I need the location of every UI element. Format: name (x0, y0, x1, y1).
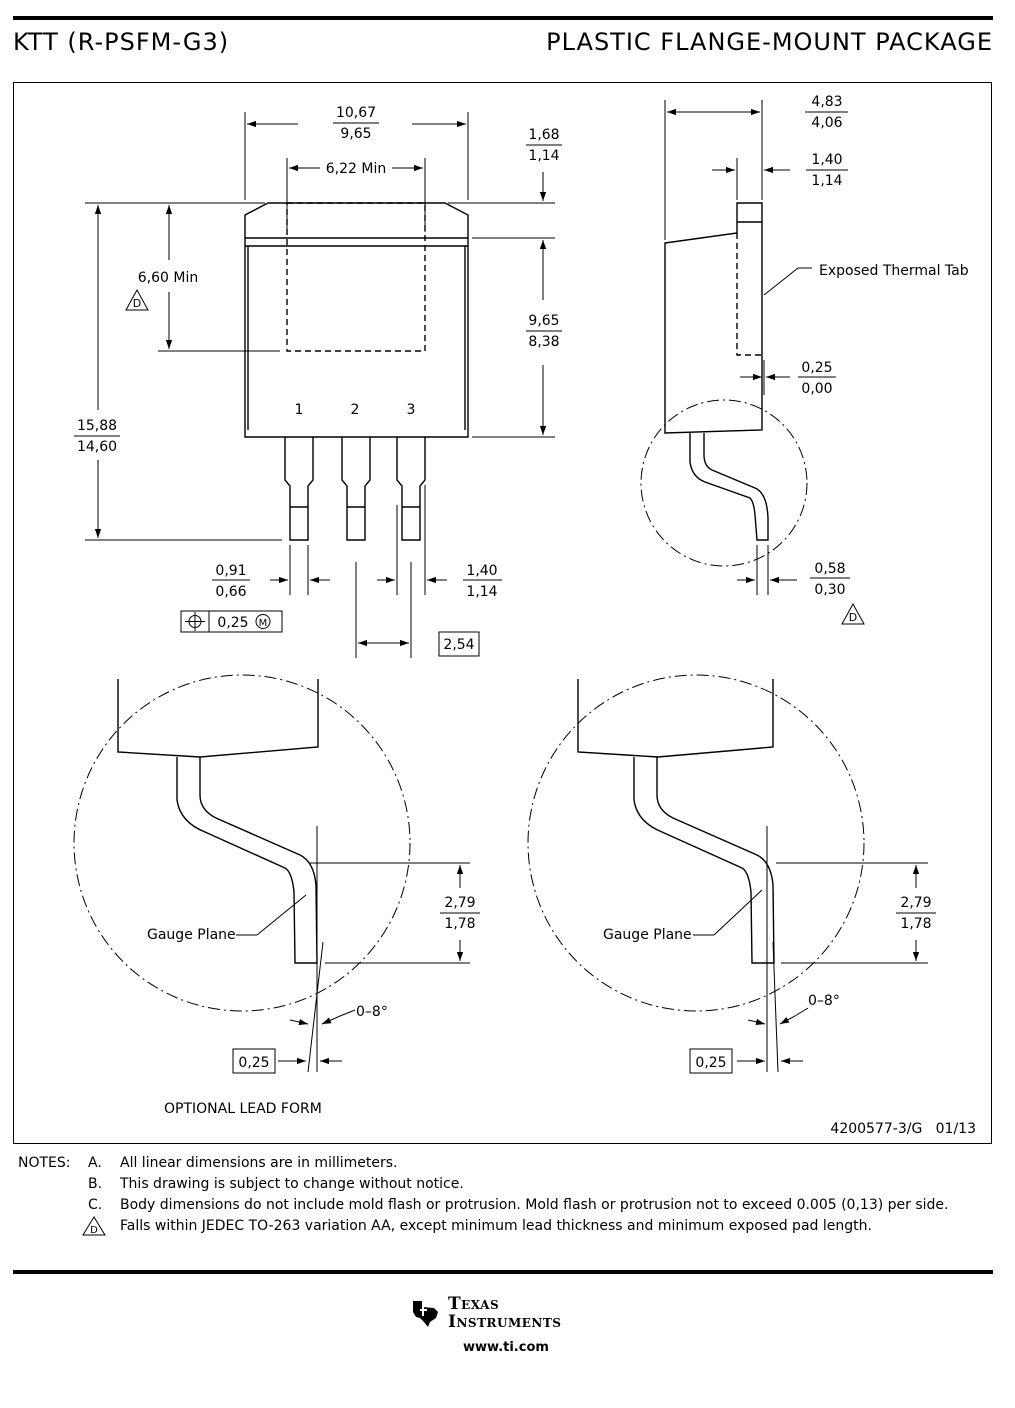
package-title: PLASTIC FLANGE-MOUNT PACKAGE (546, 28, 993, 56)
website-url[interactable]: www.ti.com (463, 1340, 549, 1355)
triangle-flag-icon: D (82, 1216, 106, 1236)
notes-section: NOTES: A. All linear dimensions are in m… (18, 1153, 1003, 1237)
body-length-max: 9,65 (528, 313, 559, 329)
tab-height-max: 1,68 (528, 127, 559, 143)
pin-3-label: 3 (407, 402, 416, 418)
overall-width-max: 10,67 (336, 105, 376, 121)
body-length-min: 8,38 (528, 334, 559, 350)
tab-height-min: 1,14 (528, 148, 559, 164)
notes-label: NOTES: (18, 1155, 71, 1171)
optional-lead-form-caption: OPTIONAL LEAD FORM (164, 1101, 322, 1117)
side-view-package (664, 202, 769, 541)
note-a: NOTES: A. All linear dimensions are in m… (18, 1153, 1003, 1174)
foot-length-min-left: 1,78 (444, 916, 475, 932)
lead-width-min: 0,66 (215, 584, 246, 600)
note-d-flag-top: D (133, 297, 141, 310)
note-c: C. Body dimensions do not include mold f… (88, 1197, 949, 1213)
angle-label-right: 0–8° (808, 993, 840, 1009)
package-code: KTT (R-PSFM-G3) (13, 28, 230, 56)
note-b: B. This drawing is subject to change wit… (88, 1176, 464, 1192)
pad-length-label: 6,60 Min (138, 270, 198, 286)
tab-thickness-min: 1,14 (811, 173, 842, 189)
gauge-dim-right: 0,25 (695, 1055, 726, 1071)
brand-line-2: Instruments (448, 1312, 562, 1332)
svg-text:D: D (90, 1225, 98, 1236)
texas-state-icon (413, 1301, 438, 1327)
brand-line-1: Texas (448, 1294, 500, 1314)
gauge-dim-left: 0,25 (238, 1055, 269, 1071)
foot-length-max-left: 2,79 (444, 895, 475, 911)
tab-thickness-max: 1,40 (811, 152, 842, 168)
detail-left (73, 674, 411, 1012)
note-d-flag-side: D (849, 611, 857, 624)
detail-right (527, 674, 865, 1012)
side-height-max: 4,83 (811, 94, 842, 110)
gauge-plane-label-right: Gauge Plane (603, 927, 692, 943)
lead-shoulder-max: 1,40 (466, 563, 497, 579)
lead-shoulder-min: 1,14 (466, 584, 497, 600)
mechanical-drawing: 10,67 9,65 6,22 Min 1,68 1,14 6,60 Min D… (73, 94, 976, 1137)
lead-width-max: 0,91 (215, 563, 246, 579)
drawing-frame (13, 82, 992, 1144)
document-number: 4200577-3/G 01/13 (830, 1121, 976, 1137)
pitch-label: 2,54 (443, 637, 474, 653)
bottom-rule (13, 1270, 993, 1274)
foot-length-max-right: 2,79 (900, 895, 931, 911)
lead-thickness-max: 0,58 (814, 561, 845, 577)
top-rule (13, 16, 993, 20)
note-d-flag: D (82, 1216, 120, 1237)
lead-thickness-min: 0,30 (814, 582, 845, 598)
foot-length-min-right: 1,78 (900, 916, 931, 932)
pin-2-label: 2 (351, 402, 360, 418)
overall-length-max: 15,88 (77, 418, 117, 434)
standoff-max: 0,25 (801, 360, 832, 376)
top-view-package (244, 202, 469, 541)
overall-length-min: 14,60 (77, 439, 117, 455)
gauge-plane-label-left: Gauge Plane (147, 927, 236, 943)
ti-brand: Texas Instruments (448, 1294, 561, 1332)
position-tolerance: 0,25 (217, 615, 248, 631)
note-d: D Falls within JEDEC TO-263 variation AA… (18, 1216, 1003, 1237)
position-modifier: M (259, 618, 268, 629)
pad-width-label: 6,22 Min (326, 161, 386, 177)
pin-1-label: 1 (295, 402, 304, 418)
thermal-tab-label: Exposed Thermal Tab (819, 263, 969, 279)
standoff-min: 0,00 (801, 381, 832, 397)
side-height-min: 4,06 (811, 115, 842, 131)
angle-label-left: 0–8° (356, 1004, 388, 1020)
overall-width-min: 9,65 (340, 126, 371, 142)
